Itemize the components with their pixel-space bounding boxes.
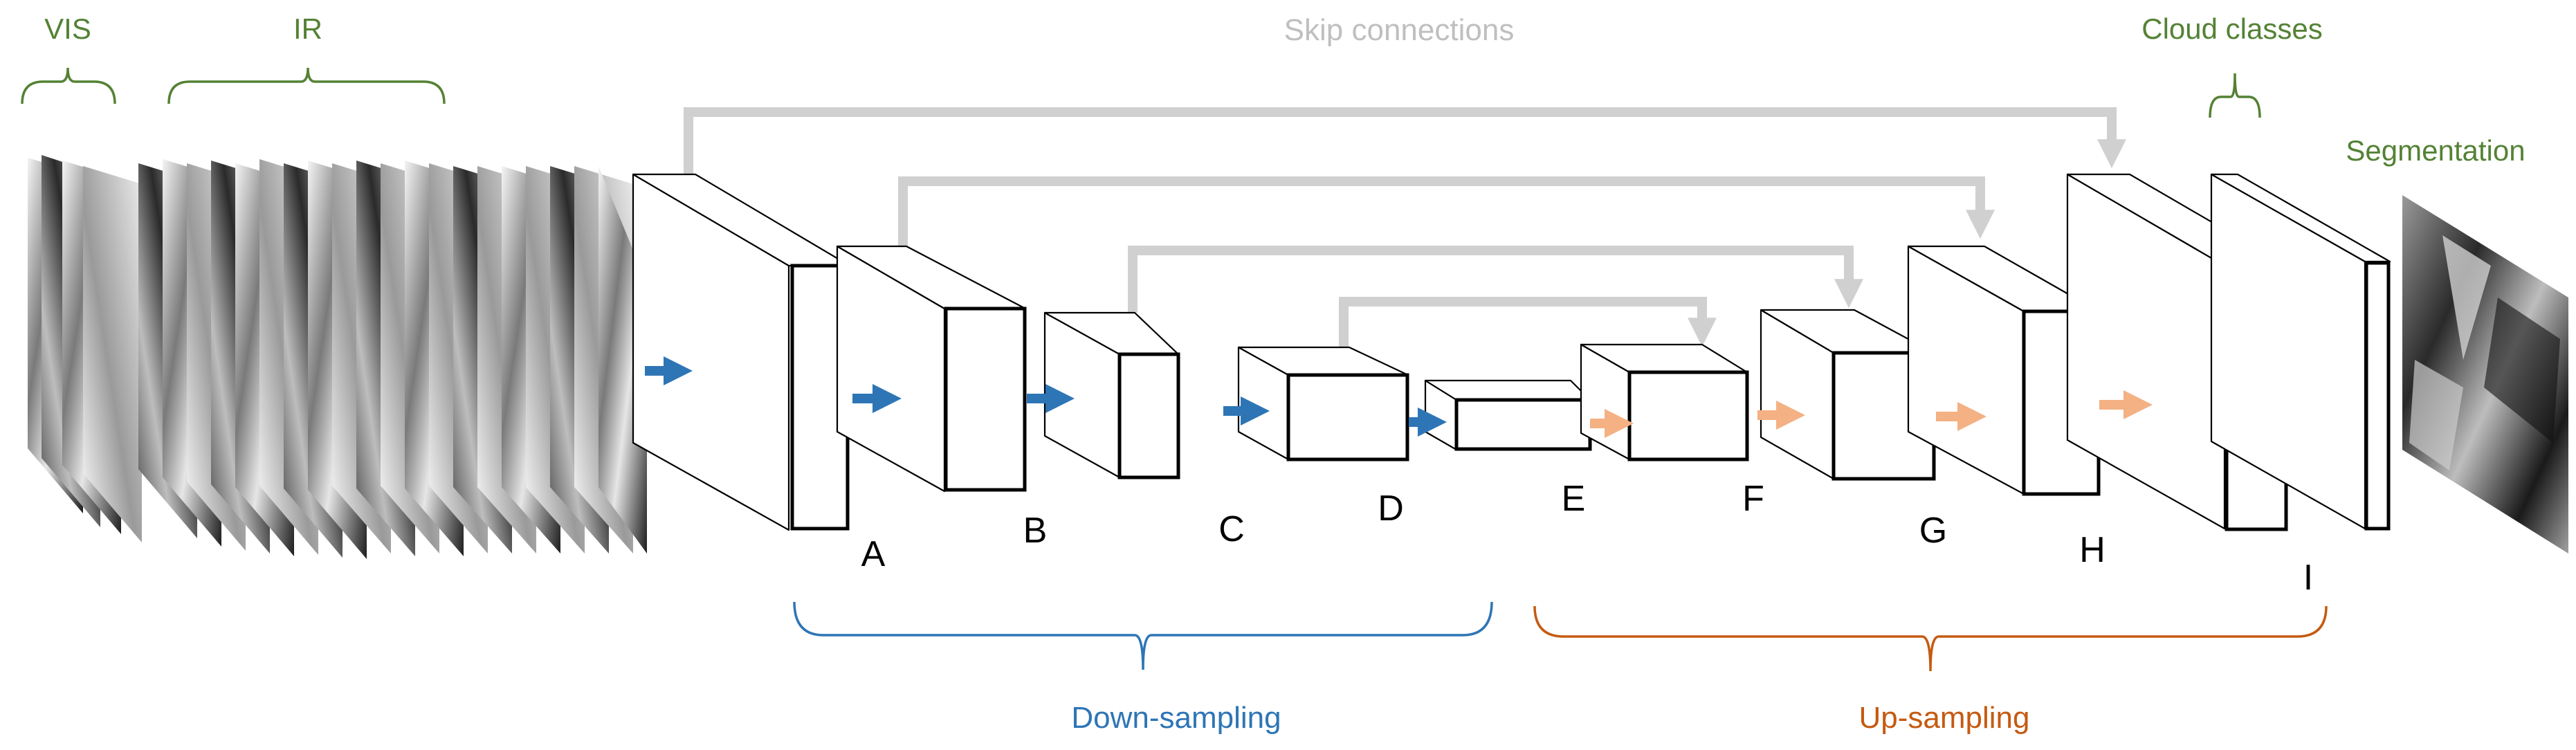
block-a xyxy=(632,173,851,531)
block-d xyxy=(1237,346,1409,461)
input-image-stack xyxy=(28,155,647,559)
ir-label: IR xyxy=(293,12,322,45)
segmentation-label: Segmentation xyxy=(2346,134,2525,167)
block-label-g: G xyxy=(1919,511,1947,551)
downsampling-arrows xyxy=(645,356,1447,437)
block-label-h: H xyxy=(2079,530,2105,570)
block-letters: A B C D E F G H I xyxy=(861,479,2314,598)
block-g xyxy=(1760,309,1936,481)
skip-connection-b-g xyxy=(898,176,1995,246)
down-sampling-bracket xyxy=(793,601,1493,670)
skip-connection-c-f xyxy=(1128,246,1863,313)
up-sampling-bracket xyxy=(1533,605,2328,672)
cloud-classes-bracket xyxy=(2209,73,2261,118)
input-image-ir xyxy=(138,159,647,559)
segmentation-output-image xyxy=(2402,195,2568,554)
input-image-vis xyxy=(28,155,142,542)
block-c xyxy=(1043,311,1180,479)
block-label-b: B xyxy=(1023,511,1048,551)
block-label-f: F xyxy=(1742,479,1764,519)
block-e xyxy=(1424,379,1592,451)
upsampling-arrows xyxy=(1590,390,2153,438)
vis-label: VIS xyxy=(44,12,91,45)
block-label-i: I xyxy=(2303,558,2313,598)
block-label-d: D xyxy=(1378,488,1404,529)
block-b xyxy=(836,245,1027,493)
skip-connection-d-e xyxy=(1339,297,1717,347)
block-label-e: E xyxy=(1562,479,1586,519)
up-sampling-label: Up-sampling xyxy=(1859,701,2030,735)
block-label-c: C xyxy=(1218,509,1245,549)
block-output xyxy=(2210,173,2391,531)
ir-bracket xyxy=(167,67,446,104)
skip-connection-a-h xyxy=(684,107,2126,174)
block-f xyxy=(1580,343,1749,461)
skip-connections xyxy=(684,107,2126,347)
block-label-a: A xyxy=(861,534,886,574)
down-sampling-label: Down-sampling xyxy=(1071,701,1281,735)
cloud-classes-label: Cloud classes xyxy=(2141,12,2322,45)
skip-connections-label: Skip connections xyxy=(1284,13,1515,47)
vis-bracket xyxy=(21,67,116,104)
